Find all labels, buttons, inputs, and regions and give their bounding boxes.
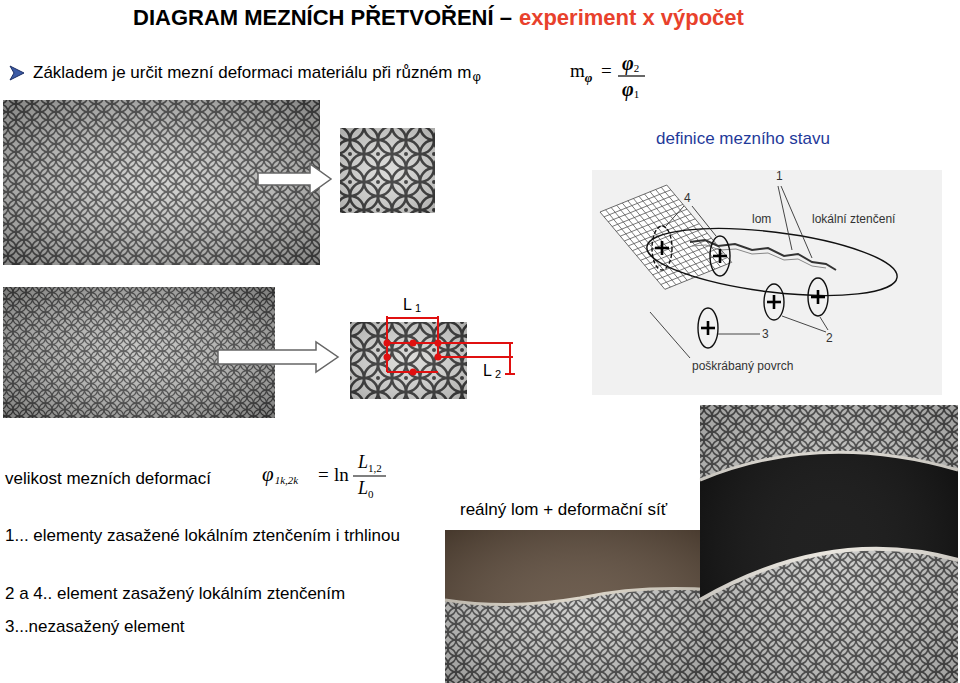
subscript: 2 xyxy=(495,368,501,381)
callout-number: 3 xyxy=(762,328,769,342)
bullet-text: Základem je určit mezní deformaci materi… xyxy=(33,63,471,83)
hollow-arrow xyxy=(258,164,331,194)
photo-caption: reálný lom + deformační síť xyxy=(458,500,669,520)
fraction-bar xyxy=(353,475,386,476)
callout-number: 1 xyxy=(776,170,783,184)
dimension-label: L xyxy=(481,362,494,380)
body-text: velikost mezních deformací xyxy=(5,469,211,489)
fabric-closeup xyxy=(350,322,467,399)
callout-number: 2 xyxy=(826,332,833,346)
bullet-arrow xyxy=(10,66,24,80)
hollow-arrow xyxy=(218,342,338,372)
formula-operator: = xyxy=(318,464,329,486)
subscript: 1,2 xyxy=(368,462,382,475)
formula-symbol: φ xyxy=(622,52,634,75)
subscript: 0 xyxy=(368,488,374,501)
measure-lines xyxy=(387,316,515,374)
fraction-bar xyxy=(618,75,645,76)
formula-symbol: L xyxy=(358,478,368,499)
fracture-photo xyxy=(700,405,958,683)
callout-number: 4 xyxy=(684,192,691,206)
title-highlight: experiment x výpočet xyxy=(519,5,744,30)
formula-symbol: m xyxy=(570,60,585,82)
photo-shade xyxy=(340,128,435,213)
deformation-grid xyxy=(600,185,732,289)
crack-edge xyxy=(692,245,826,268)
slide-title: DIAGRAM MEZNÍCH PŘETVOŘENÍ – xyxy=(133,5,512,30)
callout-label: lom xyxy=(752,213,771,227)
element-ellipses xyxy=(652,226,828,348)
fracture-zone xyxy=(643,217,900,307)
photo-shade xyxy=(445,530,715,683)
subscript: 2 xyxy=(634,62,640,75)
fracture-photo xyxy=(445,530,715,683)
formula-operator: = xyxy=(601,60,612,82)
formula-symbol: φ xyxy=(262,462,274,486)
leader-lines xyxy=(650,186,828,358)
subscript: φ xyxy=(472,70,480,85)
body-text: 1... elementy zasažené lokálním ztenčení… xyxy=(5,526,400,546)
subscript: 1 xyxy=(415,302,421,315)
plus-marks xyxy=(655,241,825,335)
subscript: φ xyxy=(585,71,593,86)
subscript: 1 xyxy=(634,88,640,101)
callout-label: poškrábaný povrch xyxy=(692,360,793,374)
dimension-label: L xyxy=(401,296,414,314)
formula-symbol: φ xyxy=(622,78,634,101)
panel-heading: definice mezního stavu xyxy=(656,129,830,149)
definition-panel xyxy=(592,170,942,395)
photo-shade xyxy=(350,322,467,399)
fabric-closeup xyxy=(340,128,435,213)
photo-shade xyxy=(700,405,958,683)
body-text: 2 a 4.. element zasažený lokálním ztenče… xyxy=(5,584,345,604)
formula-symbol: L xyxy=(358,452,368,473)
subscript: 1k,2k xyxy=(275,474,299,487)
measure-points xyxy=(384,340,442,376)
formula-function: ln xyxy=(334,464,349,486)
body-text: 3...nezasažený element xyxy=(5,617,185,637)
callout-label: lokální ztenčení xyxy=(812,213,895,227)
